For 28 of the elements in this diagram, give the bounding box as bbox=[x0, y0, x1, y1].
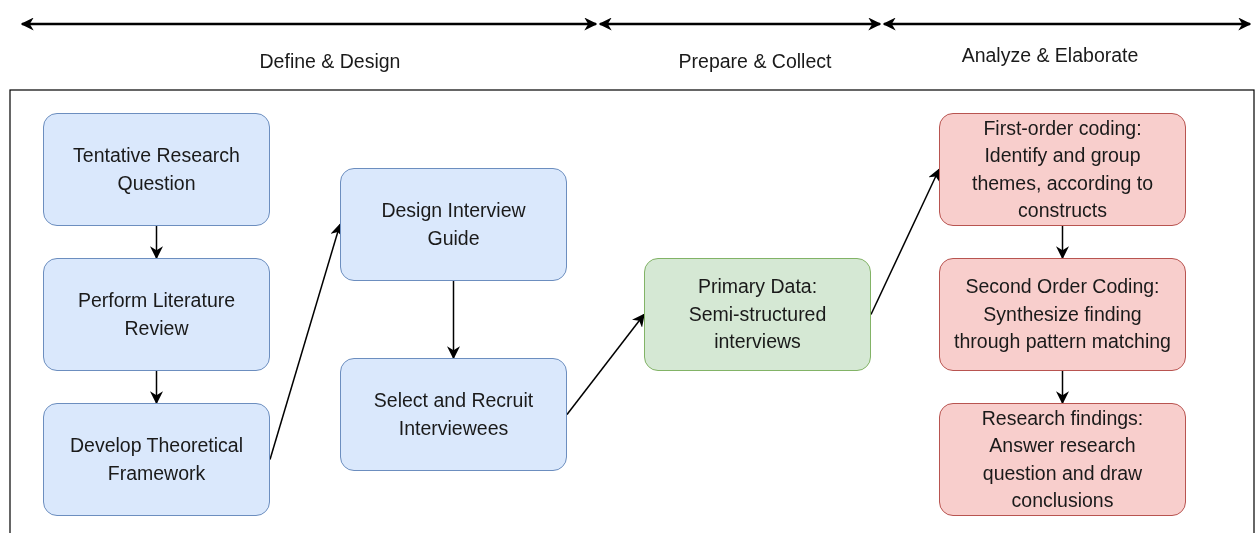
box-text: Perform Literature Review bbox=[76, 288, 237, 341]
phase-label: Prepare & Collect bbox=[678, 50, 832, 73]
arrow bbox=[566, 313, 645, 416]
arrow bbox=[150, 225, 163, 260]
process-box bbox=[939, 403, 1186, 516]
process-box bbox=[43, 113, 270, 226]
box-text: Develop Theoretical Framework bbox=[68, 433, 245, 486]
arrow bbox=[150, 370, 163, 405]
process-box bbox=[340, 358, 567, 471]
box-text: Research findings: Answer research question and draw conclusions bbox=[980, 405, 1145, 513]
box-text: Primary Data: Semi-structured interviews bbox=[687, 274, 828, 355]
process-box bbox=[340, 168, 567, 281]
phase-label: Define & Design bbox=[259, 50, 401, 73]
box-text: Design Interview Guide bbox=[380, 198, 527, 251]
process-box bbox=[644, 258, 871, 371]
box-text: Select and Recruit Interviewees bbox=[372, 388, 535, 441]
process-box bbox=[939, 113, 1186, 226]
process-box bbox=[939, 258, 1186, 371]
box-text: Tentative Research Question bbox=[72, 143, 241, 196]
box-text: First-order coding: Identify and group themes, according to constructs bbox=[971, 115, 1154, 223]
arrow bbox=[1056, 370, 1069, 405]
box-text: Second Order Coding: Synthesize finding through pattern matching bbox=[953, 274, 1172, 355]
arrow bbox=[447, 280, 460, 360]
arrow bbox=[1056, 225, 1069, 260]
process-box bbox=[43, 403, 270, 516]
arrow bbox=[870, 168, 940, 316]
phase-label: Analyze & Elaborate bbox=[961, 44, 1139, 67]
process-box bbox=[43, 258, 270, 371]
